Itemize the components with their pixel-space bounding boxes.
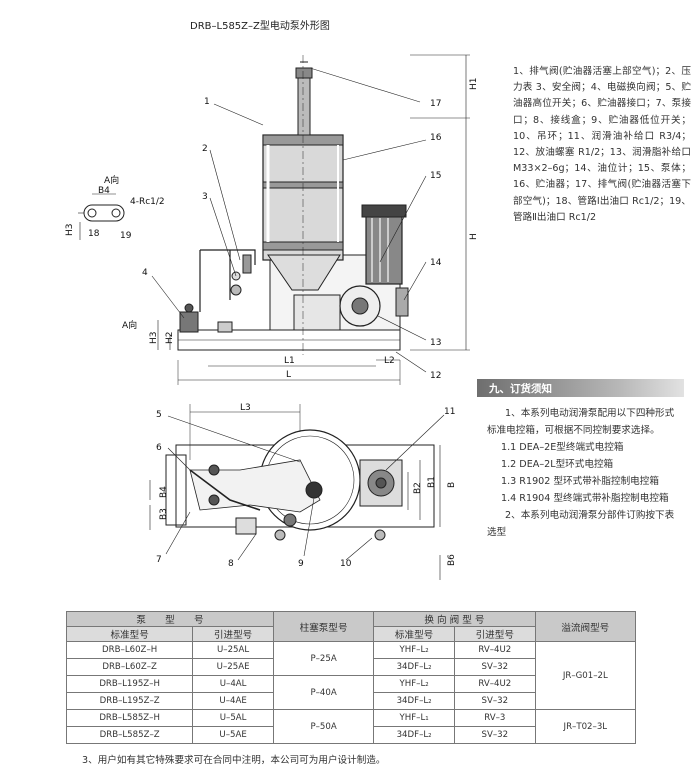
- cell-relief: JR–T02–3L: [534, 709, 637, 744]
- cell-vstd: 34DF–L₂: [373, 692, 455, 710]
- callout-14: 14: [430, 258, 442, 268]
- cell-vlead: RV–3: [453, 709, 536, 727]
- cell-std: DRB–L195Z–H: [65, 675, 194, 693]
- callout-15: 15: [430, 171, 441, 181]
- section-header: 九、订货须知: [477, 379, 684, 397]
- order-note-1: 1、本系列电动润滑泵配用以下四种形式标准电控箱，可根据不同控制要求选择。: [487, 408, 675, 436]
- callout-10: 10: [340, 559, 352, 569]
- cell-lead: U–4AE: [192, 692, 274, 710]
- cell-vstd: YHF–L₁: [373, 709, 455, 727]
- cell-relief: JR–G01–2L: [534, 641, 637, 710]
- cell-vstd: 34DF–L₂: [373, 726, 455, 744]
- label-a-direction-2: A向: [122, 319, 137, 331]
- callout-6: 6: [156, 443, 162, 453]
- section-title: 九、订货须知: [489, 383, 552, 395]
- label-b1: B1: [427, 476, 437, 488]
- cell-std: DRB–L585Z–Z: [65, 726, 194, 744]
- cell-vstd: YHF–L₂: [373, 641, 455, 659]
- callout-16: 16: [430, 133, 442, 143]
- label-h1: H1: [469, 78, 479, 91]
- label-h2: H2: [165, 332, 175, 345]
- order-item-4: 1.4 R1904 型终端式带补脂控制电控箱: [501, 493, 669, 504]
- th-valve-std: 标准型号: [373, 626, 455, 642]
- cell-vlead: RV–4U2: [453, 641, 536, 659]
- table-row: DRB–L585Z–H U–5AL P–50A YHF–L₁ RV–3 JR–T…: [65, 709, 637, 744]
- order-item-3: 1.3 R1902 型环式带补脂控制电控箱: [501, 476, 659, 487]
- callout-11: 11: [444, 407, 455, 417]
- cell-lead: U–25AE: [192, 658, 274, 676]
- th-pump-model: 泵 型 号: [66, 611, 274, 627]
- cell-std: DRB–L195Z–Z: [65, 692, 194, 710]
- cell-vlead: SV–32: [453, 726, 536, 744]
- callout-13: 13: [430, 338, 441, 348]
- callout-4: 4: [142, 268, 148, 278]
- callout-1: 1: [204, 97, 210, 107]
- th-piston-model: 柱塞泵型号: [272, 611, 375, 642]
- th-pump-lead: 引进型号: [192, 626, 274, 642]
- cell-lead: U–5AL: [192, 709, 274, 727]
- cell-piston: P–25A: [272, 641, 375, 676]
- label-18: 18: [88, 229, 100, 239]
- cell-lead: U–4AL: [192, 675, 274, 693]
- th-relief-model: 溢流阀型号: [534, 611, 637, 642]
- label-b4: B4: [159, 486, 169, 498]
- table-row: DRB–L195Z–Z U–4AE 34DF–L₂ SV–32: [65, 692, 636, 710]
- table-row: DRB–L60Z–H U–25AL P–25A YHF–L₂ RV–4U2 JR…: [65, 641, 637, 710]
- pump-outline-drawing: A向 B4 4-Rc1/2 H3 18 19 A向 H3 H2 H1 H L1 …: [65, 54, 479, 580]
- label-b2: B2: [413, 482, 423, 494]
- th-valve-lead: 引进型号: [453, 626, 536, 642]
- label-h: H: [469, 233, 479, 240]
- parts-legend: 1、排气阀(贮油器活塞上部空气)；2、压力表 3、安全阀；4、电磁换向阀；5、贮…: [513, 66, 691, 223]
- cell-vlead: RV–4U2: [453, 675, 536, 693]
- order-item-1: 1.1 DEA–2E型终端式电控箱: [501, 442, 624, 453]
- selection-table: 泵 型 号 柱塞泵型号 换 向 阀 型 号 溢流阀型号 标准型号 引进型号 标准…: [65, 611, 637, 744]
- label-rc: 4-Rc1/2: [130, 197, 165, 207]
- order-note-2: 2、本系列电动润滑泵分部件订购按下表选型: [487, 510, 675, 538]
- callout-3: 3: [202, 192, 208, 202]
- label-h3: H3: [149, 332, 159, 345]
- label-h3-small: H3: [65, 224, 75, 237]
- label-b6: B6: [447, 554, 457, 566]
- cell-piston: P–40A: [272, 675, 375, 710]
- cell-piston: P–50A: [272, 709, 375, 744]
- cell-vstd: 34DF–L₂: [373, 658, 455, 676]
- label-19: 19: [120, 231, 132, 241]
- label-b4-small: B4: [98, 186, 110, 196]
- cell-lead: U–5AE: [192, 726, 274, 744]
- th-valve-model: 换 向 阀 型 号: [373, 611, 536, 627]
- callout-8: 8: [228, 559, 234, 569]
- callout-17: 17: [430, 99, 441, 109]
- label-l3: L3: [240, 403, 251, 413]
- callout-12: 12: [430, 371, 441, 381]
- label-b: B: [447, 482, 457, 488]
- table-row: DRB–L195Z–H U–4AL P–40A YHF–L₂ RV–4U2: [65, 675, 636, 710]
- cell-std: DRB–L585Z–H: [65, 709, 194, 727]
- callout-2: 2: [202, 144, 208, 154]
- cell-vlead: SV–32: [453, 692, 536, 710]
- label-l: L: [286, 370, 291, 380]
- order-notes: 1、本系列电动润滑泵配用以下四种形式标准电控箱，可根据不同控制要求选择。 1.1…: [487, 405, 679, 541]
- drawing-title: DRB–L585Z–Z型电动泵外形图: [190, 21, 330, 32]
- callout-9: 9: [298, 559, 304, 569]
- cell-vstd: YHF–L₂: [373, 675, 455, 693]
- label-b3: B3: [159, 508, 169, 520]
- cell-vlead: SV–32: [453, 658, 536, 676]
- callout-7: 7: [156, 555, 162, 565]
- cell-std: DRB–L60Z–H: [65, 641, 194, 659]
- label-a-direction: A向: [104, 174, 119, 186]
- cell-lead: U–25AL: [192, 641, 274, 659]
- table-row: DRB–L585Z–Z U–5AE 34DF–L₂ SV–32: [65, 726, 636, 744]
- label-l2: L2: [384, 356, 395, 366]
- callout-5: 5: [156, 410, 162, 420]
- th-pump-std: 标准型号: [65, 626, 194, 642]
- cell-std: DRB–L60Z–Z: [65, 658, 194, 676]
- footnote: 3、用户如有其它特殊要求可在合同中注明，本公司可为用户设计制造。: [82, 755, 386, 766]
- label-l1: L1: [284, 356, 295, 366]
- order-item-2: 1.2 DEA–2L型环式电控箱: [501, 459, 614, 470]
